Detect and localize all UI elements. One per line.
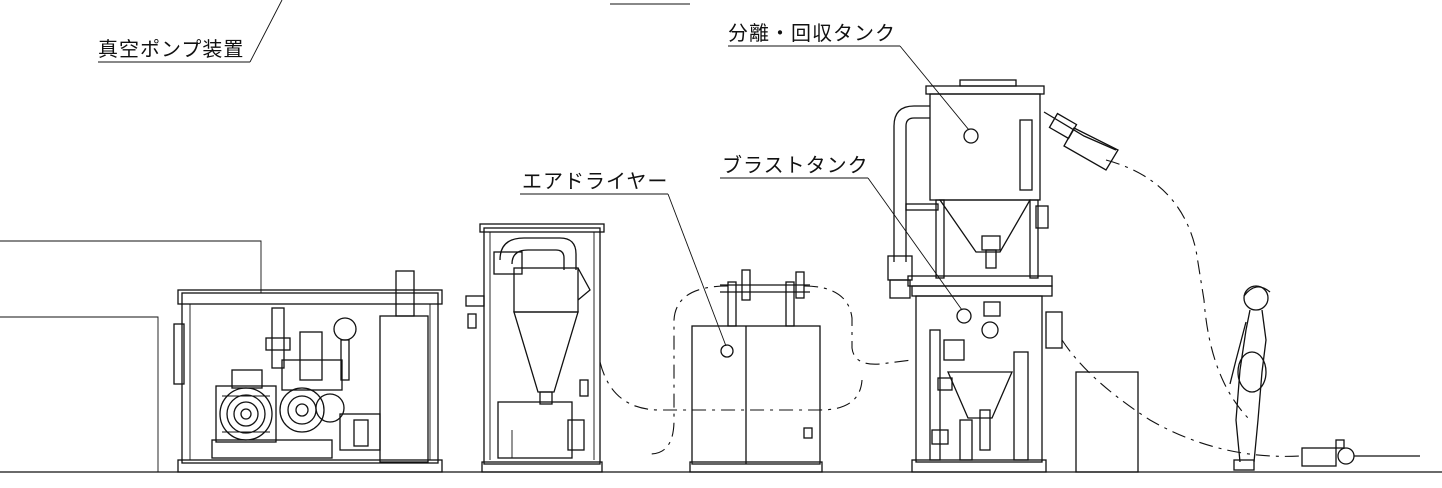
label-blast-tank: ブラストタンク [722,153,869,177]
cyclone-icon [513,311,579,393]
motor-icon [215,385,277,443]
blast-nozzle-icon [1301,439,1420,467]
air-dryer [689,269,823,473]
vacuum-pump-unit [173,270,443,473]
label-separation-tank: 分離・回収タンク [728,21,896,45]
tank-assembly [887,79,1119,473]
cyclone-unit [465,223,605,473]
leader-lines [98,0,970,347]
background-structure [0,240,262,472]
label-air-dryer: エアドライヤー [522,169,668,193]
tank-icon [929,93,1041,201]
worker-figure-icon [1229,285,1271,471]
air-dryer-cabinet-icon [691,325,821,465]
control-box [1075,371,1139,473]
label-vacuum-pump: 真空ポンプ装置 [98,37,244,61]
hoses [599,159,1301,457]
